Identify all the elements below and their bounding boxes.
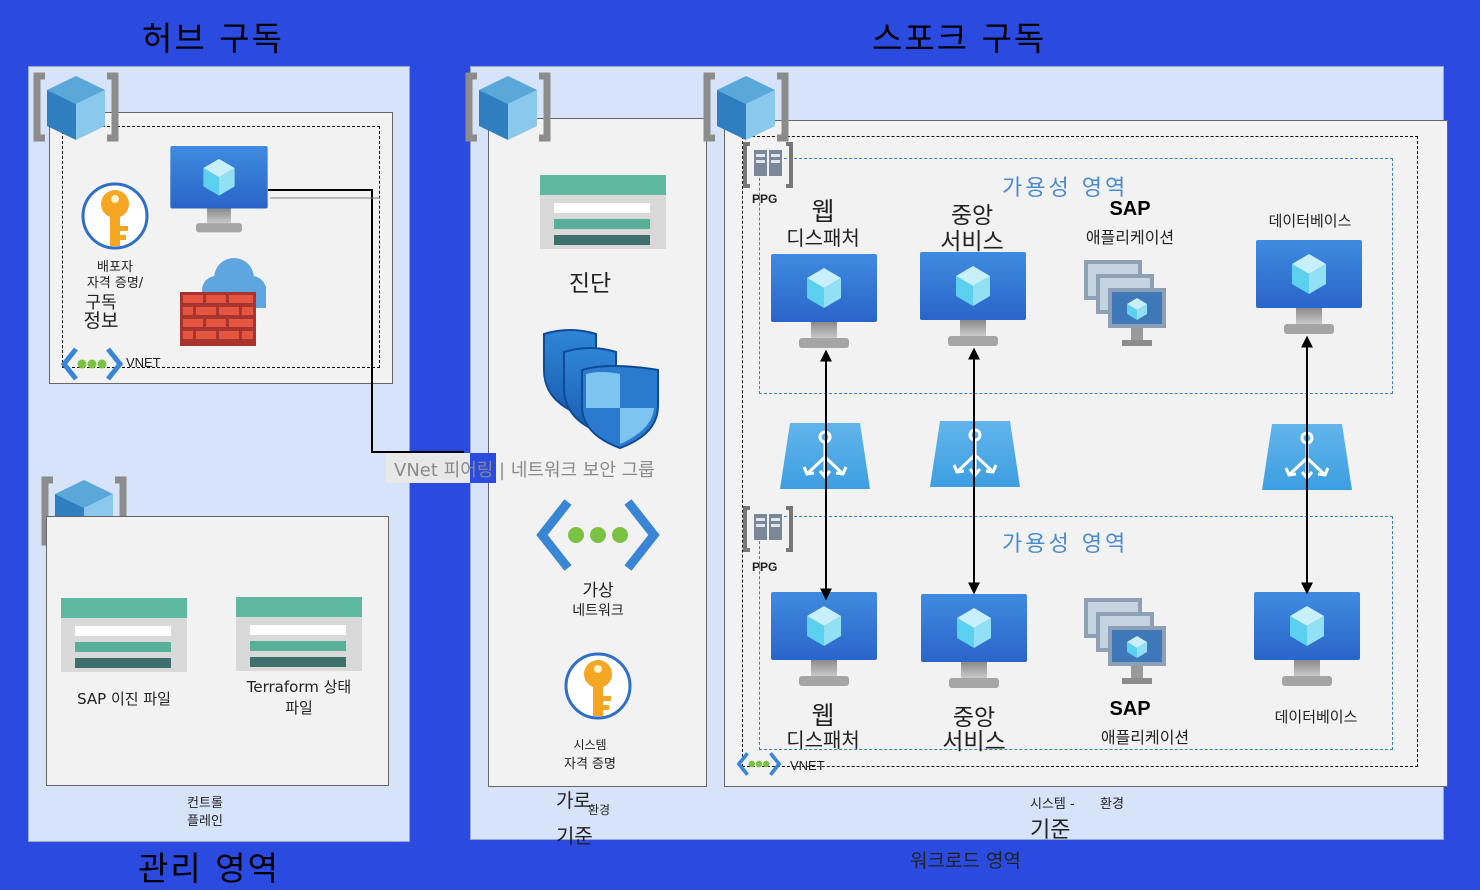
terraform-state-storage-icon: [236, 597, 362, 671]
diagnostics-label: 진단: [568, 271, 612, 297]
availability-zone-1: [759, 158, 1393, 394]
system-env-label: 시스템 -: [1030, 797, 1075, 812]
web-dispatcher-vm-1: [771, 254, 877, 352]
system-credentials-label: 시스템: [573, 738, 607, 752]
spoke-subscription-title: 스포크 구독: [872, 19, 1047, 58]
peering-bg-light: [386, 453, 470, 483]
system-credentials-label-2: 자격 증명: [564, 757, 616, 772]
database-label-1: 데이터베이스: [1268, 212, 1352, 230]
central-services-sub-label-2: 서비스: [942, 729, 1006, 755]
database-label-2: 데이터베이스: [1274, 708, 1358, 726]
landscape-label: 가로: [556, 790, 591, 812]
central-services-vm-1: [920, 252, 1026, 350]
diagnostics-storage-icon: [540, 175, 666, 249]
sap-app-scaleset-2: [1084, 598, 1176, 688]
web-dispatcher-sub-label-2: 디스패처: [786, 728, 860, 752]
workload-vnet-boundary: [742, 136, 1418, 767]
landing-resource-group-icon: [462, 70, 554, 144]
virtual-network-label: 가상: [582, 581, 614, 601]
firewall-icon: [180, 258, 266, 346]
availability-zone-1-label: 가용성 영역: [1002, 176, 1129, 201]
workload-vnet-label: VNET: [790, 758, 825, 773]
ppg-icon-1: [742, 140, 794, 190]
central-services-sub-label-1: 서비스: [940, 229, 1004, 255]
terraform-file-label: 파일: [285, 699, 313, 717]
terraform-state-label: Terraform 상태: [246, 678, 352, 696]
web-dispatcher-label-1: 웹: [811, 197, 835, 226]
central-services-label-1: 중앙: [950, 203, 994, 229]
sap-app-label-1: SAP: [1109, 198, 1151, 220]
workload-zone-title: 워크로드 영역: [910, 850, 1021, 872]
central-services-load-balancer-icon: [930, 421, 1020, 487]
web-dispatcher-label-2: 웹: [811, 701, 835, 730]
sap-system-resource-group-icon: [700, 70, 792, 144]
key-vault-icon: [81, 182, 149, 256]
credentials-label: 자격 증명/: [86, 276, 144, 291]
system-env-label-2: 환경: [1100, 797, 1124, 812]
info-label: 정보: [83, 310, 119, 332]
web-dispatcher-sub-label-1: 디스패처: [786, 226, 860, 250]
resource-group-icon: [30, 70, 122, 144]
landscape-base-label: 기준: [556, 824, 593, 848]
control-plane-label-2: 플레인: [187, 814, 223, 829]
deployer-label: 배포자: [97, 260, 133, 275]
control-plane-label: 컨트롤: [187, 796, 223, 811]
sap-files-storage-icon: [61, 598, 187, 672]
system-base-label: 기준: [1030, 818, 1071, 843]
sap-app-sub-label-1: 애플리케이션: [1085, 228, 1175, 247]
hub-vnet-label: VNET: [126, 355, 161, 370]
landscape-env-label: 환경: [588, 803, 611, 817]
availability-zone-2: [759, 516, 1393, 750]
ppg-icon-2: [742, 504, 794, 554]
deployer-vm-icon: [170, 146, 268, 236]
web-dispatcher-vm-2: [771, 592, 877, 690]
ppg-label-2: PPG: [752, 560, 778, 574]
workload-vnet-icon: [736, 750, 782, 778]
network-security-group-icon: [543, 329, 659, 450]
central-services-label-2: 중앙: [952, 705, 996, 731]
database-vm-1: [1256, 240, 1362, 338]
sap-app-label-2: SAP: [1109, 698, 1151, 720]
subscription-label: 구독: [85, 293, 117, 313]
database-vm-2: [1254, 592, 1360, 690]
sap-app-sub-label-2: 애플리케이션: [1100, 728, 1190, 747]
sap-files-label: SAP 이진 파일: [77, 690, 171, 708]
hub-vnet-icon: [60, 345, 124, 383]
database-load-balancer-icon: [1262, 424, 1352, 490]
system-key-vault-icon: [564, 652, 632, 726]
management-zone-title: 관리 영역: [138, 849, 280, 888]
sap-app-scaleset-1: [1084, 260, 1176, 350]
central-services-vm-2: [921, 594, 1027, 692]
virtual-network-icon: [536, 499, 660, 571]
web-load-balancer-icon: [780, 423, 870, 489]
hub-subscription-title: 허브 구독: [142, 19, 284, 58]
availability-zone-2-label: 가용성 영역: [1002, 532, 1129, 557]
peering-label: VNet 피어링 | 네트워크 보안 그룹: [394, 460, 655, 481]
virtual-network-label-2: 네트워크: [572, 603, 624, 619]
ppg-label-1: PPG: [752, 192, 778, 206]
